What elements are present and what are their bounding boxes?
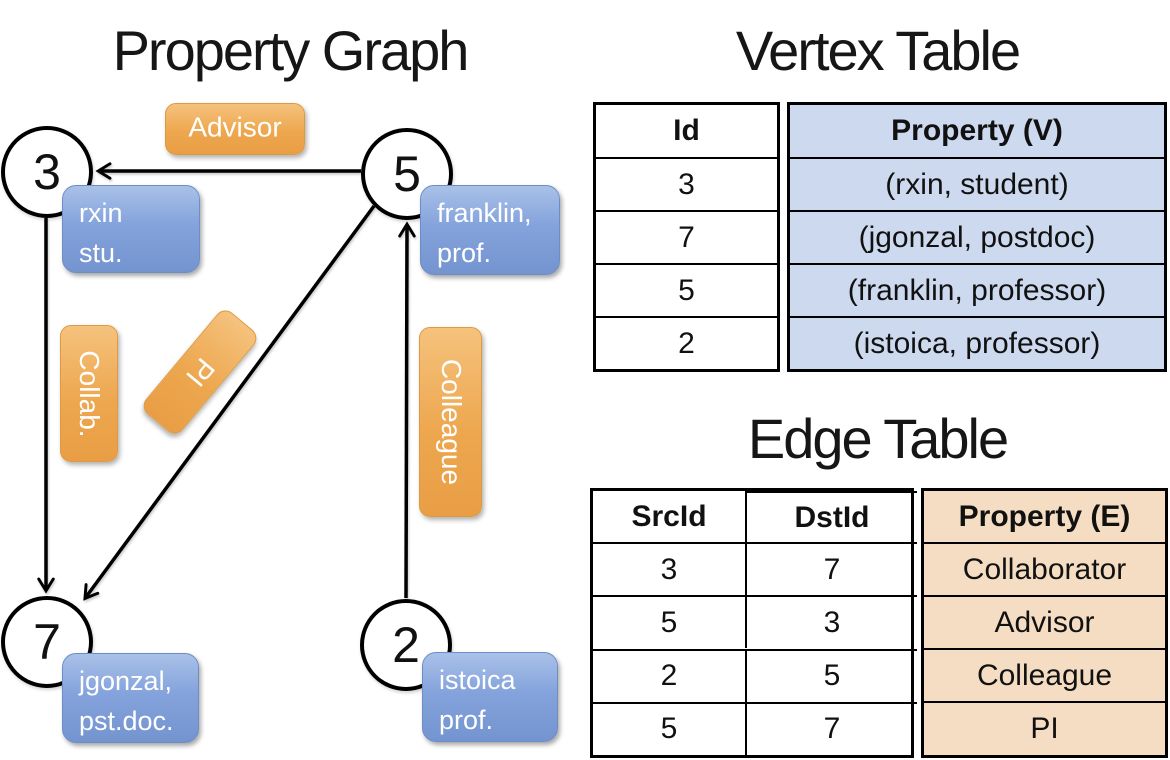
table-cell: 5	[593, 701, 745, 755]
table-cell: 5	[593, 595, 745, 648]
edge-label: Collab.	[74, 349, 105, 438]
column-header: SrcId	[631, 499, 707, 533]
edge-label-box-colleague: Colleague	[419, 327, 482, 517]
column-header: Property (V)	[891, 114, 1063, 147]
graph-node-3: 3	[1, 126, 93, 218]
edge-label: Colleague	[435, 358, 467, 486]
table-cell: 5	[745, 648, 917, 702]
vertex-property-box-franklin: franklin, prof.	[420, 185, 560, 275]
node-id: 2	[392, 617, 420, 673]
table-cell: 5	[596, 263, 777, 316]
column-header: Id	[673, 114, 700, 147]
edge-label: PI	[180, 352, 221, 393]
vertex-property-box-rxin: rxin stu.	[62, 185, 200, 273]
edge-label-box-advisor: Advisor	[165, 103, 305, 155]
table-cell: 7	[596, 210, 777, 263]
vertex-table-title: Vertex Table	[735, 19, 1021, 82]
table-cell: 7	[745, 701, 917, 755]
table-cell: (rxin, student)	[790, 157, 1164, 210]
vertex-label-line: jgonzal,	[79, 666, 173, 696]
table-cell: PI	[924, 701, 1165, 754]
edge-5-7	[83, 204, 376, 601]
vertex-label-line: istoica	[439, 665, 516, 695]
table-cell: (franklin, professor)	[790, 263, 1164, 316]
edge-label: Advisor	[188, 111, 282, 143]
table-cell: 2	[596, 316, 777, 369]
vertex-label-line: prof.	[439, 705, 494, 735]
edge-label-box-collab: Collab.	[60, 325, 118, 462]
table-cell: 3	[596, 157, 777, 210]
table-cell: (istoica, professor)	[790, 316, 1164, 369]
vertex-label-line: franklin,	[437, 198, 532, 228]
vertex-label-line: pst.doc.	[79, 706, 174, 736]
node-id: 3	[33, 144, 61, 200]
vertex-property-box-jgonzal: jgonzal, pst.doc.	[62, 653, 199, 743]
table-cell: 2	[593, 648, 745, 702]
property-graph-title: Property Graph	[112, 19, 470, 82]
vertex-table-id-column: Id 3 7 5 2	[593, 102, 780, 372]
table-cell: 3	[593, 542, 745, 595]
edge-table-property-column: Property (E) Collaborator Advisor Collea…	[921, 488, 1168, 758]
edge-table-title: Edge Table	[747, 407, 1009, 470]
table-cell: Colleague	[924, 648, 1165, 701]
edge-2-5	[398, 221, 416, 599]
table-cell: (jgonzal, postdoc)	[790, 210, 1164, 263]
vertex-table-property-column: Property (V) (rxin, student) (jgonzal, p…	[787, 102, 1167, 372]
column-header: DstId	[745, 491, 917, 542]
table-cell: Advisor	[924, 595, 1165, 648]
table-cell: Collaborator	[924, 542, 1165, 595]
vertex-property-box-istoica: istoica prof.	[422, 652, 558, 742]
vertex-label-line: stu.	[79, 238, 123, 268]
node-id: 7	[33, 614, 61, 670]
column-header: Property (E)	[958, 499, 1131, 533]
edge-table-id-columns: SrcId DstId 3 7 5 3 2 5 5 7	[590, 488, 917, 758]
table-cell: 3	[745, 595, 917, 649]
table-cell: 7	[745, 542, 917, 596]
node-id: 5	[393, 146, 421, 202]
vertex-label-line: rxin	[79, 198, 123, 228]
vertex-label-line: prof.	[437, 238, 492, 268]
